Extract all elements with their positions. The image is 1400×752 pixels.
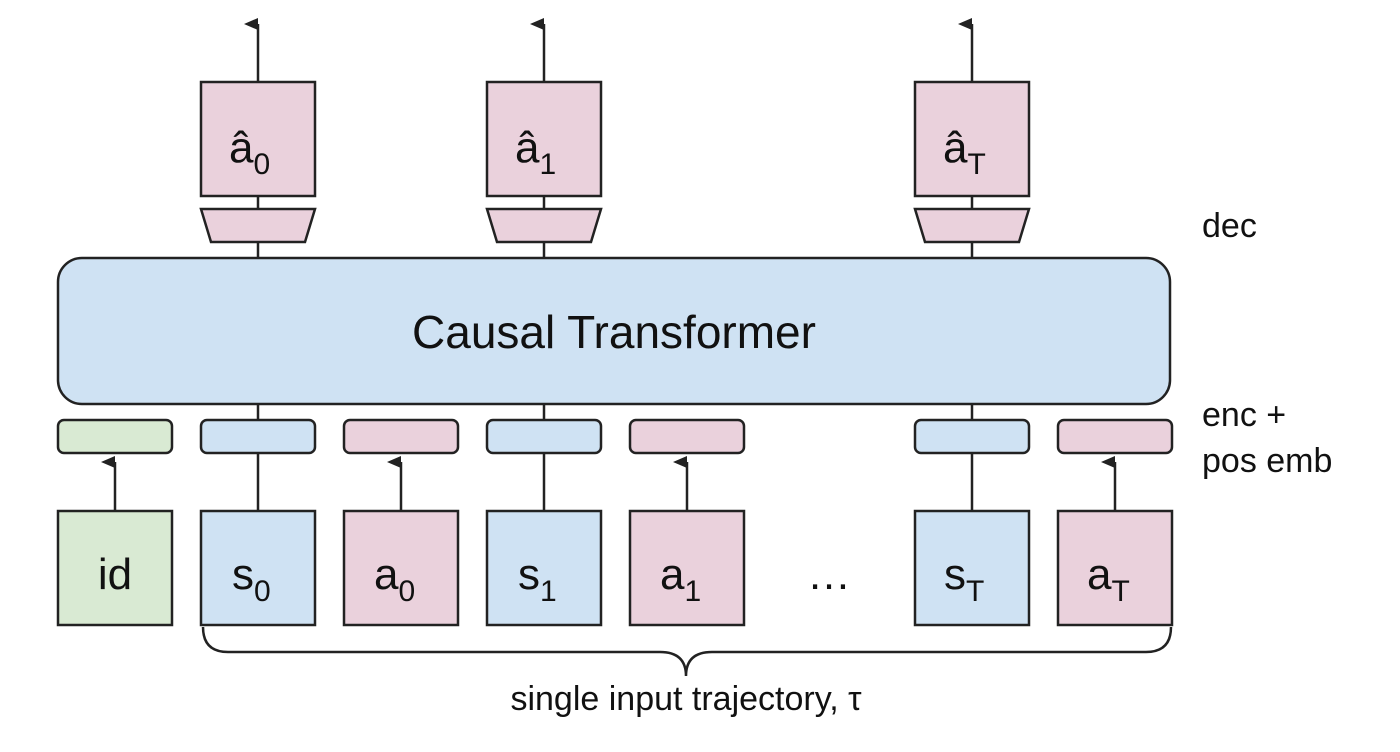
encoder-bar-aT <box>1056 418 1174 455</box>
input-box-a1 <box>628 509 746 627</box>
input-box-sT <box>913 509 1031 627</box>
input-label-a1: a1 <box>660 550 701 608</box>
input-label-id: id <box>98 550 132 599</box>
output-box-a-hat-T <box>913 80 1031 198</box>
input-label-s0: s0 <box>232 550 271 608</box>
enc-label-line1: enc + <box>1202 396 1286 434</box>
output-label-0: â0 <box>229 123 270 181</box>
encoder-bar-s0 <box>199 418 317 455</box>
causal-transformer-block <box>56 256 1172 406</box>
input-arrows <box>101 456 1117 511</box>
encoder-bars <box>56 418 1174 455</box>
input-boxes <box>56 509 1174 627</box>
input-box-s0 <box>199 509 317 627</box>
input-box-id <box>56 509 174 627</box>
ellipsis: … <box>807 550 851 599</box>
decoders <box>199 207 1031 244</box>
input-box-aT <box>1056 509 1174 627</box>
input-label-aT: aT <box>1087 550 1130 608</box>
output-boxes <box>199 80 1031 198</box>
output-box-a-hat-1 <box>485 80 603 198</box>
output-label-1: â1 <box>515 123 556 181</box>
decoder-trapezoid <box>913 207 1031 244</box>
input-label-sT: sT <box>944 550 984 608</box>
causal-transformer-label: Causal Transformer <box>412 306 816 358</box>
output-connectors <box>256 196 974 258</box>
dec-label: dec <box>1202 207 1257 245</box>
encoder-bar-s1 <box>485 418 603 455</box>
output-box-a-hat-0 <box>199 80 317 198</box>
input-label-s1: s1 <box>518 550 557 608</box>
trajectory-caption: single input trajectory, τ <box>510 680 862 718</box>
decoder-trapezoid <box>485 207 603 244</box>
state-lines <box>256 453 974 511</box>
encoder-bar-id <box>56 418 174 455</box>
encoder-connectors <box>256 404 974 420</box>
output-arrows <box>244 18 974 82</box>
input-box-s1 <box>485 509 603 627</box>
input-box-a0 <box>342 509 460 627</box>
output-label-T: âT <box>943 123 986 181</box>
input-label-a0: a0 <box>374 550 415 608</box>
encoder-bar-a0 <box>342 418 460 455</box>
trajectory-brace <box>201 626 1173 677</box>
enc-label-line2: pos emb <box>1202 442 1332 480</box>
encoder-bar-a1 <box>628 418 746 455</box>
decoder-trapezoid <box>199 207 317 244</box>
encoder-bar-sT <box>913 418 1031 455</box>
